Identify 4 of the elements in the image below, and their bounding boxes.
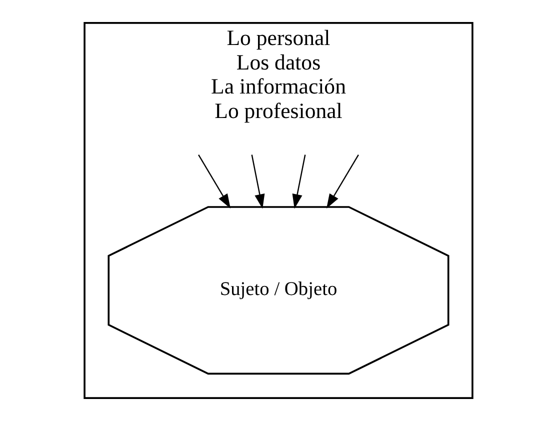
arrow	[292, 154, 306, 209]
arrow	[326, 154, 358, 209]
arrow	[198, 154, 230, 209]
arrow	[250, 154, 264, 209]
